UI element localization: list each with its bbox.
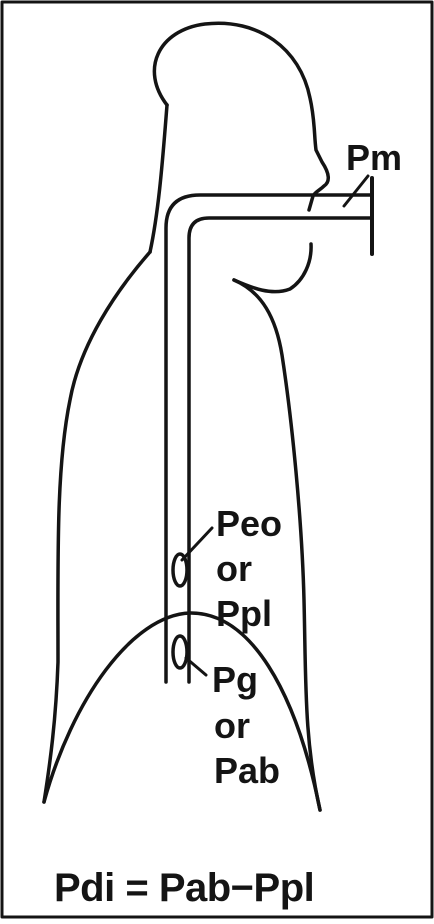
pm-label: Pm [346, 140, 402, 176]
gastric-balloon [173, 636, 187, 668]
pg-or-label: or [214, 708, 250, 744]
pm-leader-line [344, 176, 368, 206]
pdi-equation: Pdi = Pab−Ppl [54, 868, 314, 908]
head-outline [154, 23, 328, 210]
body-back-outline [44, 252, 150, 802]
peo-label: Peo [216, 506, 282, 542]
pg-label: Pg [212, 662, 258, 698]
ppl-label: Ppl [216, 596, 272, 632]
peo-leader-line [182, 528, 212, 560]
pab-label: Pab [214, 753, 280, 789]
peo-or-label: or [216, 551, 252, 587]
